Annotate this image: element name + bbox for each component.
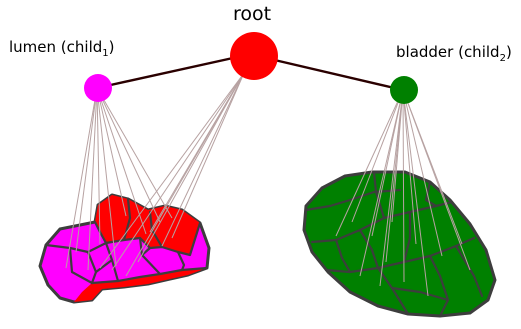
root-label: root: [233, 3, 271, 25]
lumen-node: [84, 74, 112, 102]
bladder-label-subscript: 2: [500, 53, 506, 64]
root-node: [230, 32, 278, 80]
bladder-label: bladder (child2): [396, 43, 512, 64]
bladder-region-outline: [302, 170, 497, 318]
root-to-lumen-fan-lines: [99, 72, 245, 277]
tree-edges: [96, 54, 404, 92]
lumen-inner-boundaries: [44, 197, 209, 285]
lumen-label-subscript: 1: [102, 48, 108, 59]
bladder-region: [302, 170, 497, 318]
bladder-label-close: ): [506, 43, 512, 61]
lumen-region: [38, 193, 211, 304]
lumen-label: lumen (child1): [9, 38, 115, 59]
lumen-fan-lines: [65, 87, 173, 271]
bladder-fan-lines: [335, 89, 471, 297]
bladder-node: [390, 76, 418, 104]
bladder-label-name: bladder (child: [396, 43, 500, 61]
lumen-label-close: ): [109, 38, 115, 56]
edge-root-lumen: [96, 54, 243, 90]
edge-root-bladder: [265, 56, 404, 92]
lumen-red-patch-bottom: [74, 268, 207, 302]
lumen-label-name: lumen (child: [9, 38, 102, 56]
